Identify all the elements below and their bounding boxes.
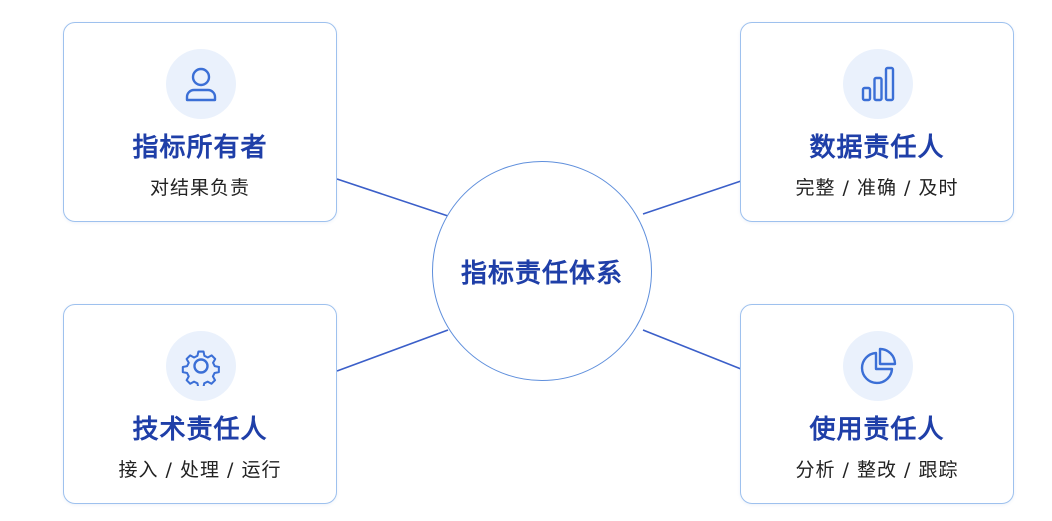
role-title: 指标所有者 [132, 133, 268, 163]
role-description: 分析 / 整改 / 跟踪 [795, 459, 959, 481]
user-icon [185, 67, 217, 102]
connector-top-left [336, 178, 449, 217]
role-card-data-owner: 数据责任人 完整 / 准确 / 及时 [740, 22, 1014, 222]
role-card-usage-owner: 使用责任人 分析 / 整改 / 跟踪 [740, 304, 1014, 504]
center-node: 指标责任体系 [432, 161, 652, 381]
role-title: 使用责任人 [809, 415, 945, 445]
role-description: 接入 / 处理 / 运行 [118, 459, 282, 481]
icon-background [843, 49, 913, 119]
connector-bottom-right [642, 329, 742, 370]
center-title: 指标责任体系 [460, 259, 623, 289]
bar-chart-icon [861, 66, 895, 102]
role-title: 数据责任人 [809, 133, 945, 163]
connector-top-right [642, 180, 742, 215]
role-card-technical-owner: 技术责任人 接入 / 处理 / 运行 [63, 304, 337, 504]
connector-bottom-left [336, 329, 449, 372]
icon-background [166, 49, 236, 119]
role-description: 完整 / 准确 / 及时 [795, 177, 959, 199]
icon-background [166, 331, 236, 401]
pie-chart-icon [860, 347, 897, 385]
role-description: 对结果负责 [149, 177, 250, 199]
role-card-indicator-owner: 指标所有者 对结果负责 [63, 22, 337, 222]
role-title: 技术责任人 [132, 415, 268, 445]
icon-background [843, 331, 913, 401]
gear-icon [181, 350, 221, 386]
